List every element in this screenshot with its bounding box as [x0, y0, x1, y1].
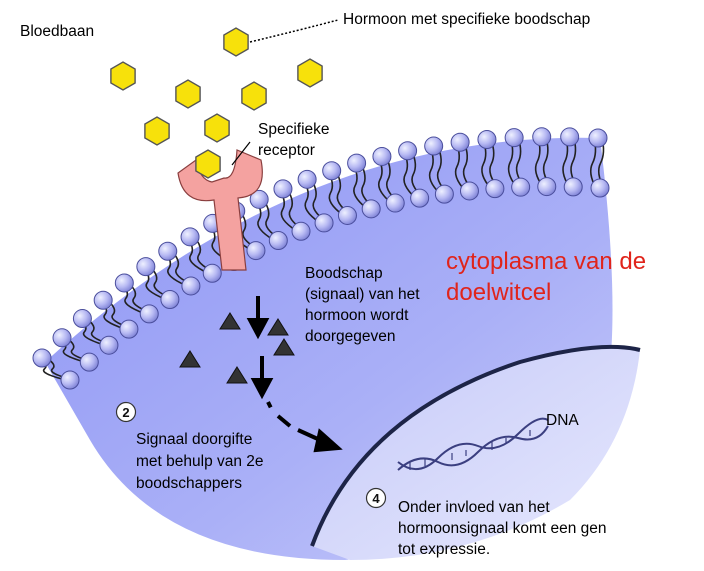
phospholipid-head — [119, 319, 139, 339]
phospholipid-head — [410, 188, 430, 208]
hormone-pointer-line — [249, 19, 339, 43]
cytoplasm-label-line2: doelwitcel — [446, 279, 551, 306]
nuclear-envelope — [310, 344, 641, 547]
message-label-line3: hormoon wordt — [305, 307, 409, 324]
hormone-hexagon — [195, 149, 221, 179]
phospholipid-head — [347, 153, 367, 173]
signal-arrows — [246, 296, 343, 453]
receptor-label-line1: Specifieke — [258, 121, 330, 138]
phospholipid-head — [560, 127, 580, 147]
step4-label-line1: Onder invloed van het — [398, 499, 550, 516]
phospholipid-head — [337, 205, 357, 225]
step4-number: 4 — [372, 491, 380, 506]
receptor-label-line2: receptor — [258, 142, 315, 159]
phospholipid-head — [32, 348, 52, 368]
phospholipid-head — [52, 328, 72, 348]
hormone-hexagon — [241, 81, 267, 111]
phospholipid-head — [314, 213, 334, 233]
phospholipid-head — [477, 129, 497, 149]
message-label-line2: (signaal) van het — [305, 286, 420, 303]
phospholipid-head — [93, 290, 113, 310]
step4-circle — [365, 487, 387, 509]
phospholipid-head — [450, 132, 470, 152]
phospholipid-head — [504, 128, 524, 148]
phospholipid-head — [424, 136, 444, 156]
phospholipid-head — [372, 146, 392, 166]
step4-label-line3: tot expressie. — [398, 541, 490, 558]
second-messenger-triangle — [267, 318, 289, 336]
phospholipid-head — [459, 181, 479, 201]
second-messenger-triangle — [273, 338, 295, 356]
phospholipid-head — [532, 127, 552, 147]
phospholipid-head — [79, 352, 99, 372]
phospholipid-head — [398, 141, 418, 161]
phospholipid-head — [249, 189, 269, 209]
hormone-hexagon — [204, 113, 230, 143]
dna-label: DNA — [546, 412, 579, 429]
second-messengers — [179, 312, 295, 384]
phospholipid-head — [385, 193, 405, 213]
message-label-line1: Boodschap — [305, 265, 383, 282]
step2-circle — [115, 401, 137, 423]
phospholipid-head — [160, 289, 180, 309]
phospholipid-head — [158, 241, 178, 261]
cytoplasm-label-line1: cytoplasma van de — [446, 248, 646, 275]
second-messenger-triangle — [219, 312, 241, 330]
message-label-line4: doorgegeven — [305, 328, 396, 345]
phospholipid-head — [136, 257, 156, 277]
phospholipid-head — [485, 179, 505, 199]
step2-label-line3: boodschappers — [136, 475, 242, 492]
step2-label-line2: met behulp van 2e — [136, 453, 264, 470]
phospholipid-head — [537, 177, 557, 197]
phospholipid-head — [291, 221, 311, 241]
hormone-label: Hormoon met specifieke boodschap — [343, 11, 590, 28]
phospholipid-head — [361, 199, 381, 219]
phospholipid-head — [99, 335, 119, 355]
hormone-hexagon — [110, 61, 136, 91]
hormone-hexagon — [144, 116, 170, 146]
phospholipid-head — [180, 227, 200, 247]
step2-label-line1: Signaal doorgifte — [136, 431, 252, 448]
phospholipid-head — [590, 178, 610, 198]
phospholipid-head — [511, 177, 531, 197]
receptor-pointer-line — [231, 141, 251, 166]
second-messenger-triangle — [226, 366, 248, 384]
second-messenger-triangle — [179, 350, 201, 368]
dna-strand — [397, 417, 549, 471]
phospholipid-head — [588, 128, 608, 148]
hormone-hexagon — [223, 27, 249, 57]
phospholipid-head — [181, 276, 201, 296]
phospholipid-head — [246, 241, 266, 261]
phospholipid-head — [297, 169, 317, 189]
phospholipid-head — [60, 370, 80, 390]
step2-number: 2 — [122, 405, 129, 420]
phospholipid-head — [322, 161, 342, 181]
specific-receptor — [177, 149, 263, 271]
phospholipid-head — [273, 179, 293, 199]
phospholipid-head — [139, 304, 159, 324]
step4-label-line2: hormoonsignaal komt een gen — [398, 520, 607, 537]
hormone-molecules — [110, 27, 323, 179]
hormone-hexagon — [175, 79, 201, 109]
phospholipid-head — [268, 230, 288, 250]
phospholipid-head — [563, 177, 583, 197]
hormone-hexagon — [297, 58, 323, 88]
phospholipid-head — [72, 309, 92, 329]
phospholipid-head — [114, 273, 134, 293]
bloodstream-label: Bloedbaan — [20, 23, 94, 40]
phospholipid-head — [202, 263, 222, 283]
phospholipid-head — [434, 184, 454, 204]
